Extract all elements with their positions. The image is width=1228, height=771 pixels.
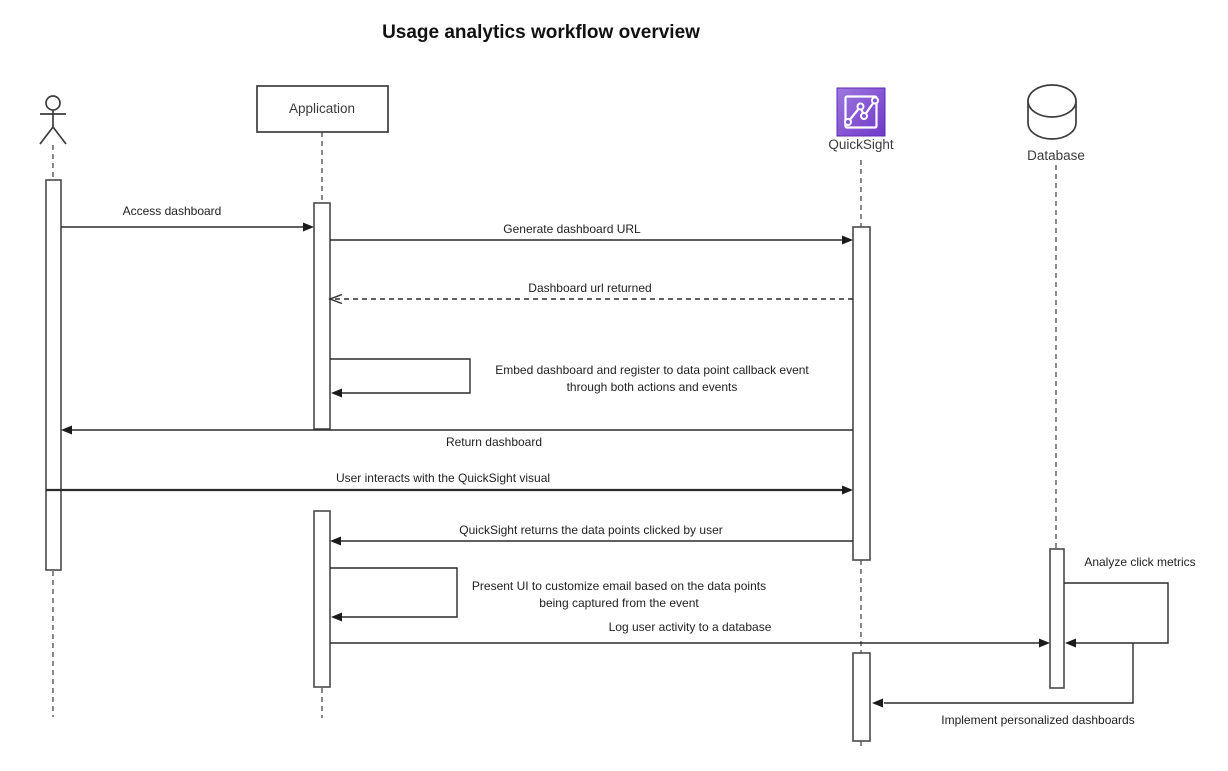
message-label-line1: Embed dashboard and register to data poi… bbox=[495, 363, 809, 377]
participant-application: Application bbox=[256, 85, 389, 133]
message-quicksight-returns-datapoints: QuickSight returns the data points click… bbox=[330, 523, 853, 546]
quicksight-activation-bar-1 bbox=[852, 226, 871, 561]
message-label-line2: being captured from the event bbox=[539, 596, 699, 610]
message-label: Access dashboard bbox=[123, 204, 222, 218]
activation-bars bbox=[45, 179, 1065, 742]
database-activation-bar bbox=[1049, 548, 1065, 689]
application-label: Application bbox=[289, 101, 355, 116]
participant-database: Database bbox=[1027, 84, 1085, 163]
arrowhead-icon bbox=[330, 536, 341, 546]
actor-stick-figure-icon bbox=[39, 95, 67, 145]
message-label: Log user activity to a database bbox=[609, 620, 772, 634]
arrowhead-icon bbox=[842, 485, 853, 495]
arrowhead-icon bbox=[872, 698, 883, 708]
message-label: Analyze click metrics bbox=[1084, 555, 1195, 569]
lifelines bbox=[52, 132, 1057, 750]
quicksight-line-chart-icon bbox=[836, 87, 886, 137]
message-analyze-click-metrics-self: Analyze click metrics bbox=[1064, 555, 1196, 648]
arrowhead-icon bbox=[303, 222, 314, 232]
user-activation-bar bbox=[45, 179, 62, 571]
message-implement-personalized-dashboards: Implement personalized dashboards bbox=[872, 643, 1135, 727]
database-label: Database bbox=[1027, 148, 1085, 163]
database-cylinder-icon bbox=[1027, 84, 1077, 140]
message-label-line1: Present UI to customize email based on t… bbox=[472, 579, 766, 593]
arrowhead-icon bbox=[1065, 638, 1076, 648]
participant-quicksight: QuickSight bbox=[828, 87, 894, 152]
message-access-dashboard: Access dashboard bbox=[61, 204, 314, 232]
message-present-ui-self: Present UI to customize email based on t… bbox=[330, 567, 766, 622]
arrowhead-icon bbox=[331, 612, 342, 622]
message-user-interacts: User interacts with the QuickSight visua… bbox=[46, 471, 853, 495]
arrowhead-icon bbox=[1039, 638, 1050, 648]
application-activation-bar-2 bbox=[313, 510, 331, 688]
message-embed-dashboard-self: Embed dashboard and register to data poi… bbox=[330, 358, 809, 398]
application-box bbox=[256, 85, 389, 133]
message-label: Generate dashboard URL bbox=[503, 222, 641, 236]
participant-user bbox=[39, 95, 67, 145]
arrowhead-icon bbox=[61, 425, 72, 435]
messages: Access dashboard Generate dashboard URL … bbox=[46, 204, 1196, 727]
message-generate-dashboard-url: Generate dashboard URL bbox=[330, 222, 853, 245]
message-label: Implement personalized dashboards bbox=[941, 713, 1134, 727]
arrowhead-icon bbox=[842, 235, 853, 245]
quicksight-activation-bar-2 bbox=[852, 652, 871, 742]
message-dashboard-url-returned: Dashboard url returned bbox=[328, 281, 853, 305]
quicksight-label: QuickSight bbox=[828, 137, 894, 152]
arrowhead-icon bbox=[331, 388, 342, 398]
message-label-line2: through both actions and events bbox=[567, 380, 738, 394]
open-arrowhead-icon bbox=[328, 293, 343, 305]
diagram-title: Usage analytics workflow overview bbox=[382, 22, 700, 43]
application-activation-bar-1 bbox=[313, 202, 331, 430]
message-label: User interacts with the QuickSight visua… bbox=[336, 471, 550, 485]
message-label: Dashboard url returned bbox=[528, 281, 651, 295]
message-return-dashboard: Return dashboard bbox=[61, 425, 853, 449]
message-label: Return dashboard bbox=[446, 435, 542, 449]
message-log-user-activity: Log user activity to a database bbox=[330, 620, 1050, 648]
message-label: QuickSight returns the data points click… bbox=[459, 523, 722, 537]
